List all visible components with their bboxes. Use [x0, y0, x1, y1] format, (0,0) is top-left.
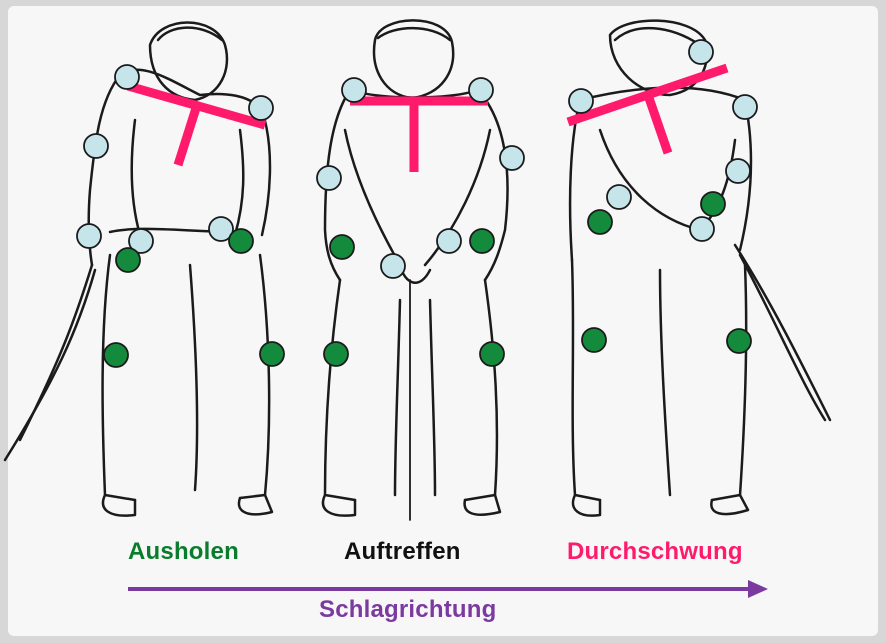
lower-body-marker: [470, 229, 494, 253]
upper-body-marker: [500, 146, 524, 170]
upper-body-marker: [84, 134, 108, 158]
upper-body-marker: [342, 78, 366, 102]
upper-body-marker: [317, 166, 341, 190]
phase-label-followthrough: Durchschwung: [567, 538, 743, 566]
upper-body-marker: [726, 159, 750, 183]
upper-body-marker: [437, 229, 461, 253]
direction-label: Schlagrichtung: [319, 596, 496, 624]
lower-body-marker: [480, 342, 504, 366]
upper-body-marker: [733, 95, 757, 119]
upper-body-marker: [690, 217, 714, 241]
upper-body-marker: [115, 65, 139, 89]
lower-body-marker: [582, 328, 606, 352]
phase-label-impact: Auftreffen: [344, 538, 461, 566]
upper-body-marker: [607, 185, 631, 209]
phase-label-backswing: Ausholen: [128, 538, 239, 566]
lower-body-marker: [324, 342, 348, 366]
upper-body-marker: [77, 224, 101, 248]
upper-body-marker: [689, 40, 713, 64]
lower-body-marker: [260, 342, 284, 366]
lower-body-marker: [116, 248, 140, 272]
lower-body-marker: [104, 343, 128, 367]
lower-body-marker: [229, 229, 253, 253]
upper-body-marker: [569, 89, 593, 113]
upper-body-marker: [381, 254, 405, 278]
lower-body-marker: [701, 192, 725, 216]
lower-body-marker: [588, 210, 612, 234]
lower-body-marker: [727, 329, 751, 353]
upper-body-marker: [469, 78, 493, 102]
lower-body-marker: [330, 235, 354, 259]
upper-body-marker: [249, 96, 273, 120]
